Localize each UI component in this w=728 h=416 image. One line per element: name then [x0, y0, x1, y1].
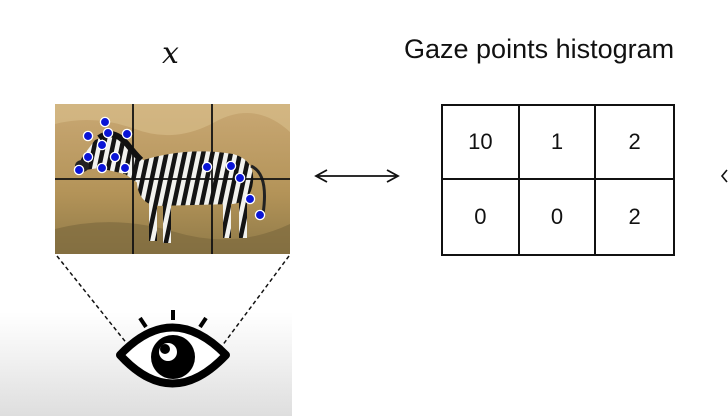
gaze-point	[201, 161, 213, 173]
eye-icon	[116, 310, 230, 388]
gaze-point	[99, 116, 111, 128]
gaze-point	[96, 139, 108, 151]
view-line-left	[56, 255, 133, 351]
histogram-cell: 0	[520, 180, 597, 254]
view-line-right	[218, 255, 290, 351]
edge-arrowhead	[720, 169, 728, 183]
gaze-point	[244, 193, 256, 205]
gaze-point	[234, 172, 246, 184]
histogram-cell: 0	[443, 180, 520, 254]
gaze-point	[102, 127, 114, 139]
histogram-cell: 2	[628, 204, 641, 229]
histogram-grid: 10 1 2 0 0 2	[441, 104, 675, 256]
gaze-point	[82, 130, 94, 142]
input-image-symbol: x	[162, 36, 179, 71]
gaze-points	[73, 116, 266, 221]
left-right-arrow-icon	[314, 169, 400, 183]
gaze-point	[225, 160, 237, 172]
gaze-point	[121, 128, 133, 140]
histogram-cell: 2	[596, 106, 673, 180]
gaze-point	[96, 162, 108, 174]
zebra-photo-art	[55, 104, 290, 254]
gaze-point	[82, 151, 94, 163]
gaze-point	[109, 151, 121, 163]
gaze-point	[73, 164, 85, 176]
zebra-image	[55, 104, 290, 254]
gaze-point	[119, 162, 131, 174]
gaze-point	[254, 209, 266, 221]
histogram-title: Gaze points histogram	[404, 34, 675, 64]
histogram-cell: 1	[519, 106, 597, 180]
histogram-cell: 10	[443, 106, 520, 180]
